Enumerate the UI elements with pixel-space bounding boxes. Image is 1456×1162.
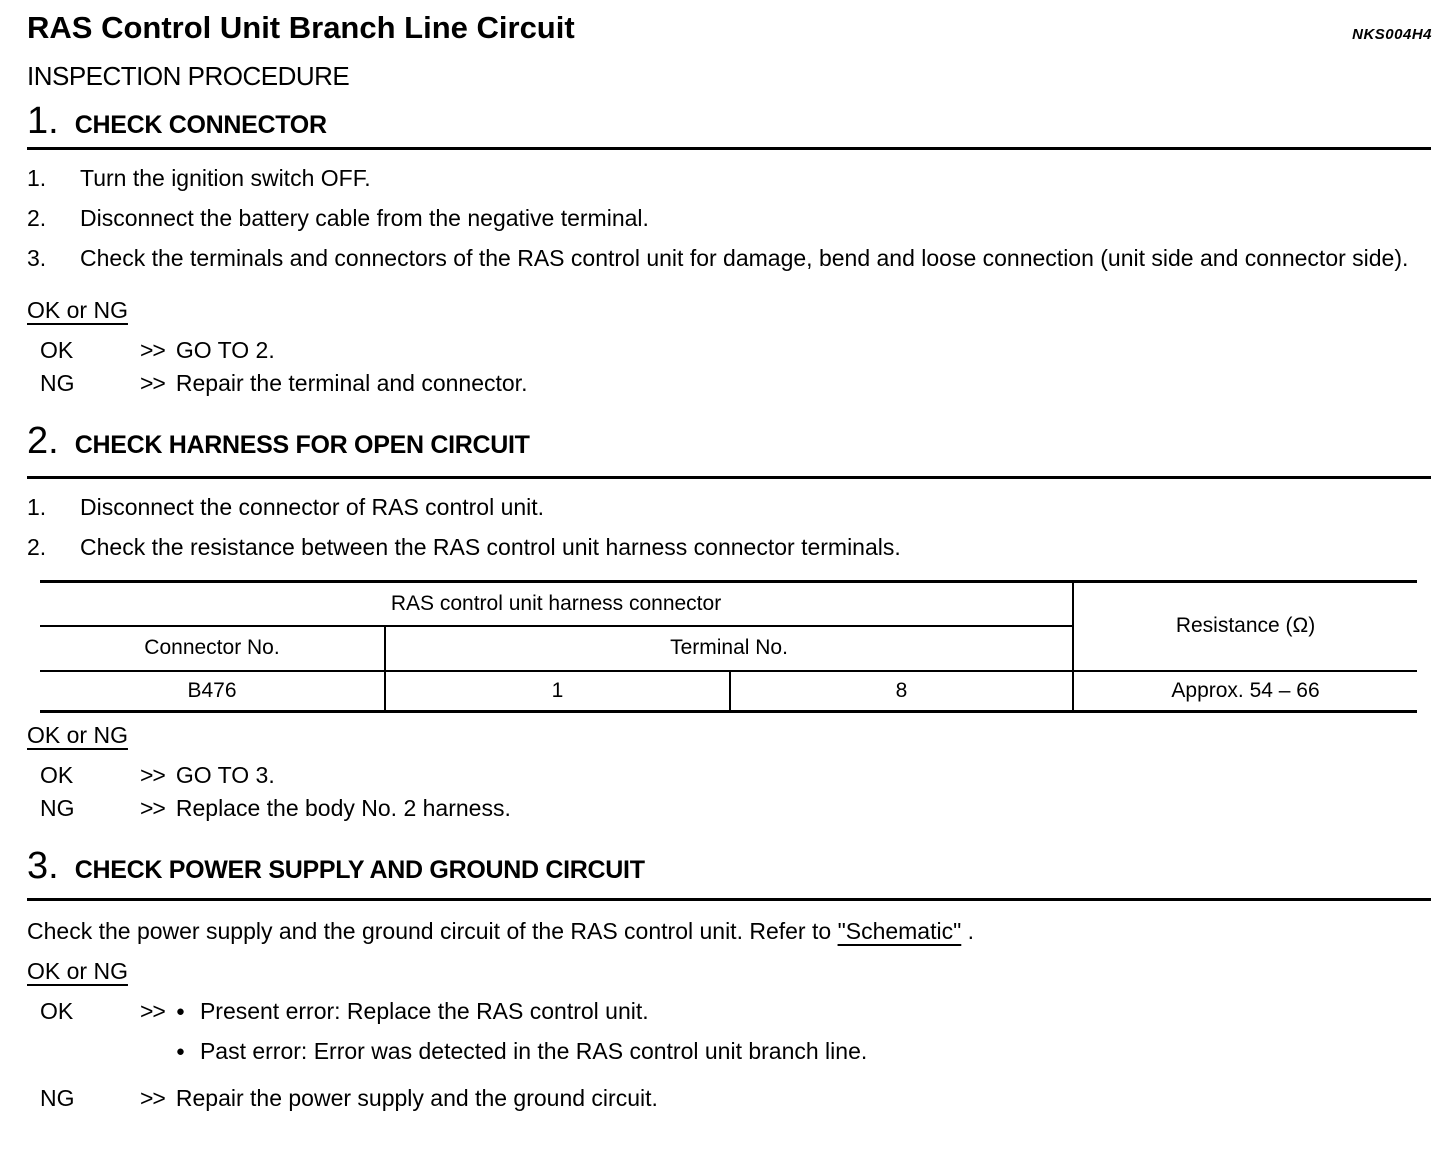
step-number: 2. — [27, 534, 47, 560]
body-text-after: . — [967, 918, 975, 944]
bullet-icon: ● — [175, 1003, 185, 1020]
body-text-before: Check the power supply and the ground ci… — [27, 918, 832, 944]
table-terminal-no-header: Terminal No. — [385, 625, 1074, 672]
step-text: Check the terminals and connectors of th… — [80, 245, 1409, 271]
section-divider — [27, 476, 1431, 479]
cell-resistance-value: Approx. 54 – 66 — [1073, 670, 1418, 713]
ok-or-ng-label: OK or NG — [27, 722, 128, 748]
section-1-steps: 1. Turn the ignition switch OFF. 2. Disc… — [27, 163, 1431, 274]
section-2-title: CHECK HARNESS FOR OPEN CIRCUIT — [74, 431, 530, 459]
result-row-ng: NG >> Repair the power supply and the gr… — [40, 1082, 1431, 1115]
table-resistance-header: Resistance (Ω) — [1072, 580, 1418, 672]
step-item: 2. Check the resistance between the RAS … — [27, 532, 1431, 563]
result-label: OK — [40, 998, 74, 1024]
section-3-title: CHECK POWER SUPPLY AND GROUND CIRCUIT — [74, 856, 645, 884]
result-label: NG — [40, 795, 75, 821]
section-3-heading: 3. CHECK POWER SUPPLY AND GROUND CIRCUIT — [27, 843, 1431, 889]
table-row: RAS control unit harness connector Resis… — [40, 580, 1418, 672]
section-2-results: OK >> GO TO 3. NG >> Replace the body No… — [27, 759, 1431, 825]
result-row-ng: NG >> Repair the terminal and connector. — [40, 367, 1431, 400]
resistance-spec-table: RAS control unit harness connector Resis… — [40, 580, 1418, 713]
step-text: Check the resistance between the RAS con… — [80, 534, 901, 560]
result-row-ng: NG >> Replace the body No. 2 harness. — [40, 792, 1431, 825]
table-row: B476 1 8 Approx. 54 – 66 — [40, 670, 1418, 713]
bullet-icon: ● — [175, 1043, 185, 1060]
section-2-steps: 1. Disconnect the connector of RAS contr… — [27, 492, 1431, 563]
result-row-ok: OK >> GO TO 3. — [40, 759, 1431, 792]
ok-or-ng-label: OK or NG — [27, 297, 128, 323]
step-item: 1. Disconnect the connector of RAS contr… — [27, 492, 1431, 523]
bullet-item: ● Present error: Replace the RAS control… — [176, 995, 1431, 1028]
result-text: GO TO 3. — [175, 762, 275, 788]
result-row-ok: OK >> GO TO 2. — [40, 334, 1431, 367]
section-1-title: CHECK CONNECTOR — [74, 111, 327, 139]
bullet-item: ● Past error: Error was detected in the … — [176, 1035, 1431, 1068]
cell-terminal-8: 8 — [730, 670, 1075, 713]
step-number: 3. — [27, 245, 47, 271]
result-text: Repair the terminal and connector. — [175, 370, 528, 396]
chevron-arrows-icon: >> — [140, 337, 166, 363]
table-group-header: RAS control unit harness connector — [40, 580, 1074, 627]
cell-terminal-1: 1 — [385, 670, 731, 713]
step-number: 2. — [27, 205, 47, 231]
bullet-text: Past error: Error was detected in the RA… — [199, 1038, 868, 1064]
section-1-number: 1. — [27, 100, 59, 142]
chevron-arrows-icon: >> — [140, 762, 166, 788]
result-label: NG — [40, 370, 75, 396]
ok-bullet-list: ● Present error: Replace the RAS control… — [176, 995, 1431, 1075]
schematic-link[interactable]: "Schematic" — [837, 918, 962, 944]
inspection-procedure-label: INSPECTION PROCEDURE — [27, 61, 350, 91]
result-label: OK — [40, 762, 74, 788]
result-text: GO TO 2. — [175, 337, 275, 363]
chevron-arrows-icon: >> — [140, 1085, 166, 1111]
document-code: NKS004H4 — [1352, 26, 1432, 43]
chevron-arrows-icon: >> — [140, 795, 166, 821]
section-3-results: OK >> ● Present error: Replace the RAS c… — [27, 995, 1431, 1115]
step-text: Disconnect the connector of RAS control … — [80, 494, 545, 520]
section-3-body: Check the power supply and the ground ci… — [27, 915, 1431, 947]
result-row-ok: OK >> ● Present error: Replace the RAS c… — [40, 995, 1431, 1075]
step-item: 3. Check the terminals and connectors of… — [27, 243, 1431, 274]
section-3-number: 3. — [27, 845, 59, 887]
step-number: 1. — [27, 494, 47, 520]
result-label: OK — [40, 337, 74, 363]
step-item: 1. Turn the ignition switch OFF. — [27, 163, 1431, 194]
result-label: NG — [40, 1085, 75, 1111]
section-divider — [27, 898, 1431, 901]
section-2-heading: 2. CHECK HARNESS FOR OPEN CIRCUIT — [27, 418, 1431, 464]
section-2-number: 2. — [27, 420, 59, 462]
page-title: RAS Control Unit Branch Line Circuit — [27, 10, 575, 45]
result-text: Replace the body No. 2 harness. — [175, 795, 511, 821]
step-text: Disconnect the battery cable from the ne… — [80, 205, 649, 231]
section-1-results: OK >> GO TO 2. NG >> Repair the terminal… — [27, 334, 1431, 400]
chevron-arrows-icon: >> — [140, 998, 166, 1024]
table-connector-no-header: Connector No. — [40, 625, 386, 672]
ok-or-ng-label: OK or NG — [27, 958, 128, 984]
step-number: 1. — [27, 165, 47, 191]
chevron-arrows-icon: >> — [140, 370, 166, 396]
cell-connector-no: B476 — [40, 670, 386, 713]
table-row: Connector No. Terminal No. — [40, 625, 1417, 672]
step-item: 2. Disconnect the battery cable from the… — [27, 203, 1431, 234]
step-text: Turn the ignition switch OFF. — [80, 165, 371, 191]
result-text: Repair the power supply and the ground c… — [175, 1085, 658, 1111]
section-1-heading: 1. CHECK CONNECTOR — [27, 98, 1431, 144]
section-divider — [27, 147, 1431, 150]
bullet-text: Present error: Replace the RAS control u… — [199, 998, 649, 1024]
